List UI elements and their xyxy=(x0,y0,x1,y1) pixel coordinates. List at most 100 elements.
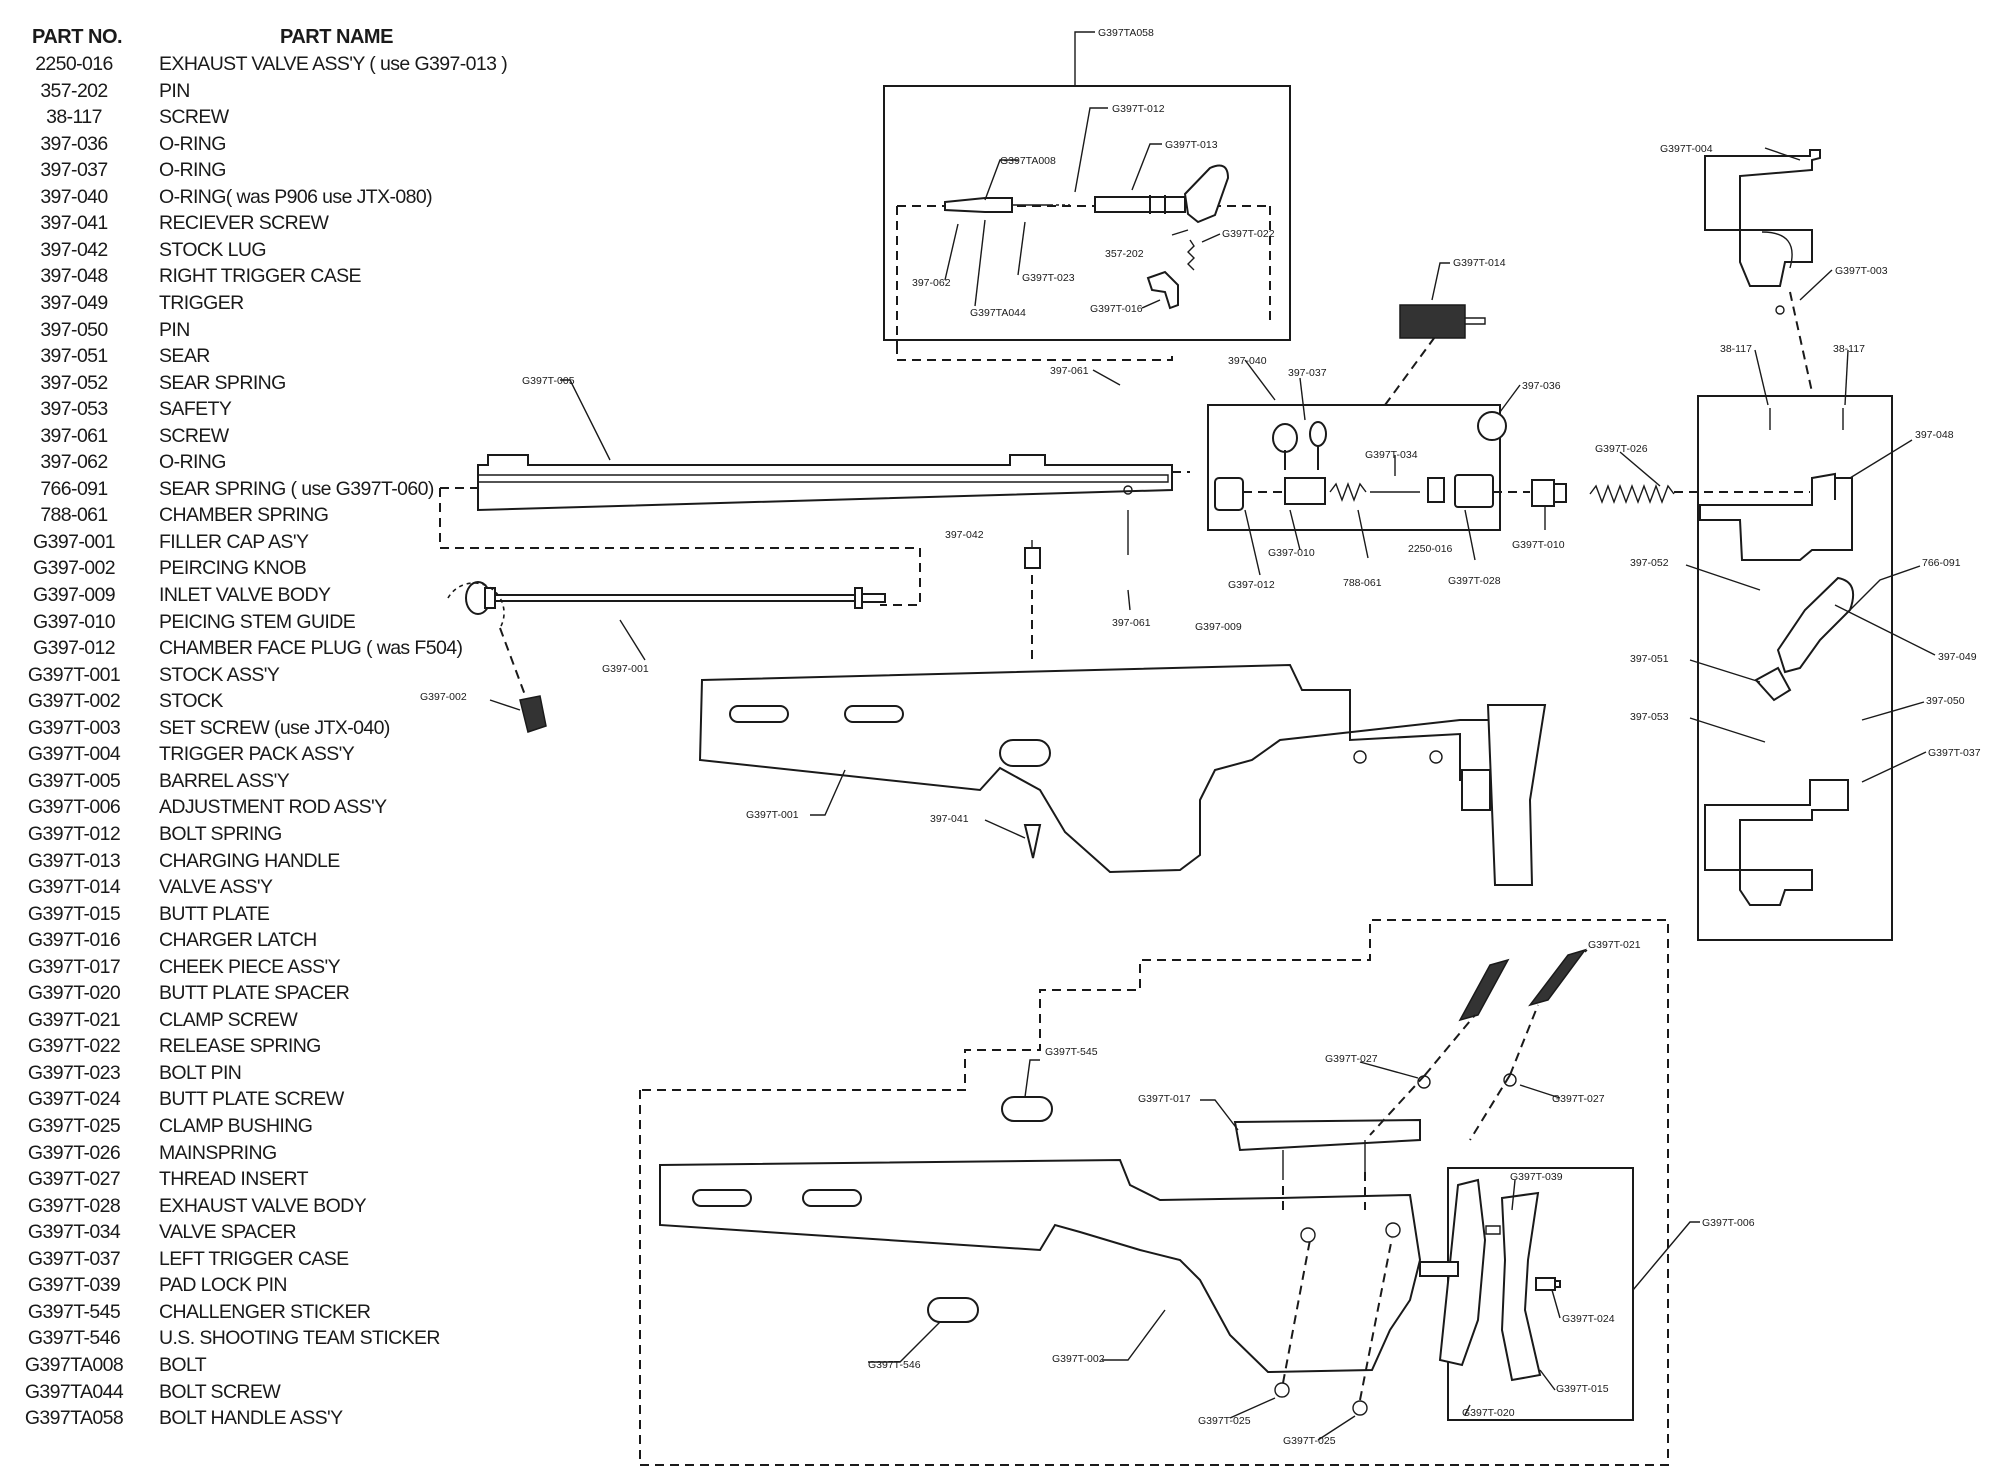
callout-stem-guide: G397-010 xyxy=(1268,547,1315,559)
parts-list-row: G397TA044 BOLT SCREW xyxy=(18,1381,498,1407)
callout-barrel: G397T-005 xyxy=(522,375,575,387)
part-name: FILLER CAP AS'Y xyxy=(159,530,309,553)
callout-screw-061-bottom: 397-061 xyxy=(1112,617,1151,629)
callout-pin-202: 357-202 xyxy=(1105,248,1144,260)
stock-part xyxy=(659,1158,1422,1374)
part-name: STOCK ASS'Y xyxy=(159,663,280,686)
part-name: O-RING xyxy=(159,132,226,155)
part-name: O-RING( was P906 use JTX-080) xyxy=(159,185,433,208)
parts-list-row: G397T-028 EXHAUST VALVE BODY xyxy=(18,1195,498,1221)
part-number: G397T-024 xyxy=(27,1088,121,1111)
trigger-part xyxy=(1776,576,1854,674)
charging-handle-part xyxy=(1094,164,1230,224)
callout-trigger: 397-049 xyxy=(1938,651,1977,663)
clamp-screws xyxy=(1458,948,1587,1022)
cheek-piece-part xyxy=(1233,1118,1421,1180)
part-name: BOLT SCREW xyxy=(159,1380,281,1403)
part-name: SCREW xyxy=(159,424,229,447)
callout-thread-insert-left: G397T-027 xyxy=(1325,1053,1378,1065)
part-name: STOCK xyxy=(159,690,223,713)
callout-bolt-pin: G397T-023 xyxy=(1022,272,1075,284)
callout-sear-spring-052: 397-052 xyxy=(1630,557,1669,569)
part-number: 357-202 xyxy=(40,79,108,102)
part-name: SCREW xyxy=(159,106,229,129)
part-name: O-RING xyxy=(159,159,226,182)
part-number: G397T-012 xyxy=(27,822,121,845)
bolt-part xyxy=(944,197,1070,213)
part-number: 397-052 xyxy=(40,371,108,394)
part-number: G397TA044 xyxy=(24,1380,124,1403)
part-number: 788-061 xyxy=(40,504,108,527)
callout-valve-assy: G397T-014 xyxy=(1453,257,1506,269)
part-name: PIN xyxy=(159,318,190,341)
callout-stock-lug: 397-042 xyxy=(945,529,984,541)
callout-filler-cap: G397-001 xyxy=(602,663,649,675)
release-spring-part xyxy=(1187,239,1195,271)
callout-safety: 397-053 xyxy=(1630,711,1669,723)
callout-bolt: G397TA008 xyxy=(1000,155,1056,167)
part-name: BUTT PLATE SCREW xyxy=(159,1088,344,1111)
callout-chamber-plug: G397-012 xyxy=(1228,579,1275,591)
sticker-545 xyxy=(1001,1096,1053,1122)
butt-plate-spacer-part xyxy=(1438,1178,1487,1367)
part-number: 397-042 xyxy=(40,238,108,261)
part-name: BARREL ASS'Y xyxy=(159,769,290,792)
part-name: EXHAUST VALVE BODY xyxy=(159,1194,367,1217)
receiver-screw-part xyxy=(1023,824,1042,859)
parts-list-row: G397T-037 LEFT TRIGGER CASE xyxy=(18,1248,498,1274)
butt-plate-upper xyxy=(1461,704,1547,886)
part-name: RIGHT TRIGGER CASE xyxy=(159,265,362,288)
part-number: G397T-013 xyxy=(27,849,121,872)
filler-cap-part xyxy=(447,581,886,629)
left-trigger-case-part xyxy=(1704,779,1849,906)
part-number: G397T-020 xyxy=(27,982,121,1005)
barrel-assembly-line xyxy=(439,487,921,606)
part-name: PEIRCING KNOB xyxy=(159,557,307,580)
clamp-lines xyxy=(1282,1004,1539,1215)
part-number: G397T-016 xyxy=(27,929,121,952)
part-name: CHALLENGER STICKER xyxy=(159,1300,371,1323)
part-name: STOCK LUG xyxy=(159,238,267,261)
part-name: SEAR SPRING xyxy=(159,371,286,394)
part-number: G397T-037 xyxy=(27,1247,121,1270)
part-number: G397T-028 xyxy=(27,1194,121,1217)
part-name: CLAMP BUSHING xyxy=(159,1115,313,1137)
part-number: 766-091 xyxy=(40,477,108,500)
callout-set-screw: G397T-003 xyxy=(1835,265,1888,277)
charger-latch-part xyxy=(1146,270,1179,310)
callout-pin-050: 397-050 xyxy=(1926,695,1965,707)
part-name: LEFT TRIGGER CASE xyxy=(159,1247,349,1270)
part-name: CLAMP SCREW xyxy=(159,1008,298,1031)
part-number: G397T-034 xyxy=(27,1221,121,1244)
callout-oring-037: 397-037 xyxy=(1288,367,1327,379)
callout-screw-117-right: 38-117 xyxy=(1833,343,1865,355)
part-name: U.S. SHOOTING TEAM STICKER xyxy=(159,1327,441,1350)
part-name: VALVE SPACER xyxy=(159,1221,297,1244)
part-number: 397-049 xyxy=(40,291,108,314)
screws-38-117 xyxy=(1769,408,1844,430)
part-name: BUTT PLATE SPACER xyxy=(159,982,350,1005)
thread-inserts xyxy=(1417,1073,1517,1089)
part-number: G397-010 xyxy=(33,610,116,633)
callout-left-trigger-case: G397T-037 xyxy=(1928,747,1981,759)
right-trigger-case-part xyxy=(1699,472,1853,561)
callout-bolt-handle-box: G397TA058 xyxy=(1098,27,1154,39)
part-number: G397T-026 xyxy=(27,1141,121,1164)
part-number: 397-041 xyxy=(40,212,108,235)
